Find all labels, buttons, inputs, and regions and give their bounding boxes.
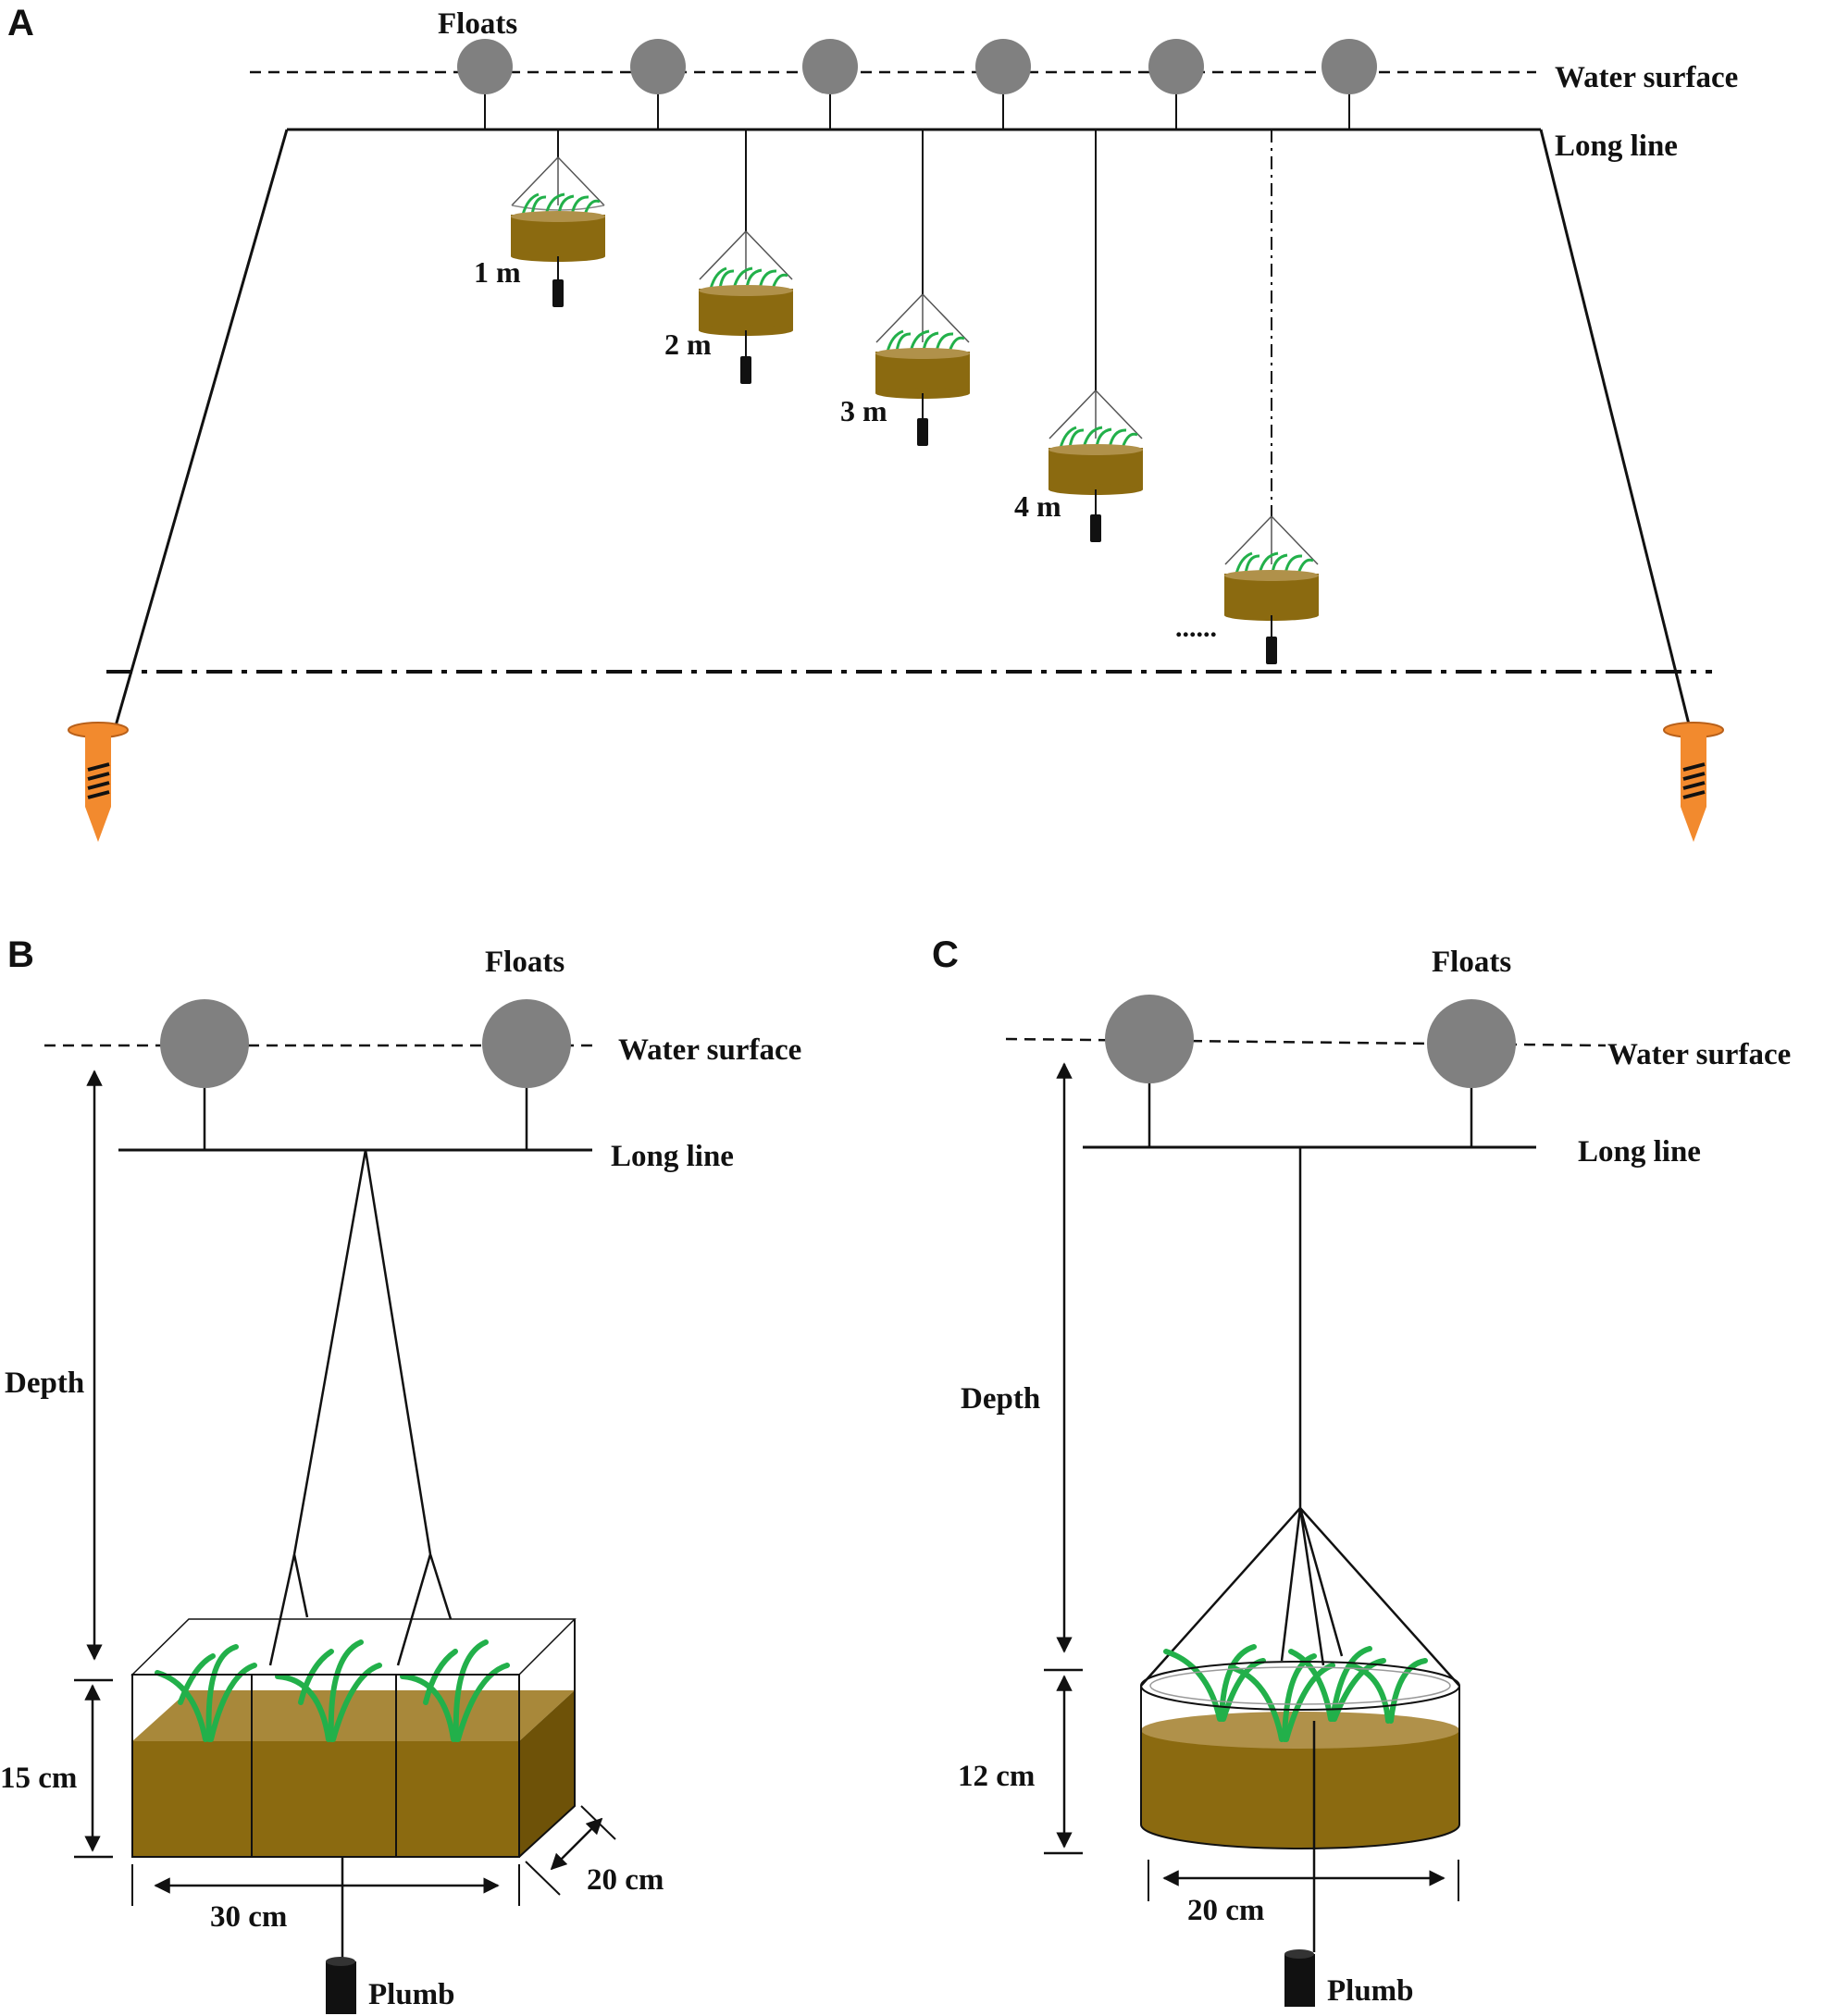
right-anchor-icon [1663, 722, 1724, 842]
panel-b-height-label: 15 cm [0, 1762, 77, 1795]
panel-b-depth-dim-arrow [550, 1817, 603, 1871]
panel-a-basket-3m [875, 130, 970, 446]
float [802, 39, 858, 130]
panel-c: C Floats Water surface Long line Depth 1… [932, 934, 1791, 2008]
panel-a-floats-label: Floats [438, 7, 517, 41]
panel-b-box-basket [130, 1149, 577, 1858]
panel-a-floats [457, 39, 1377, 130]
panel-c-seagrass [1163, 1644, 1428, 1742]
panel-b-depth-label: Depth [5, 1367, 84, 1400]
panel-c-height-label: 12 cm [958, 1760, 1035, 1793]
panel-a-depth-label-2: 2 m [664, 328, 712, 361]
panel-a-ellipsis: ...... [1175, 612, 1217, 643]
panel-b-seagrass [155, 1639, 510, 1742]
panel-c-letter: C [932, 934, 959, 975]
panel-b-long-line-label: Long line [611, 1140, 734, 1173]
panel-a-basket-1m [511, 130, 605, 307]
panel-a-left-anchor-line [111, 129, 289, 736]
panel-a-depth-label-1: 1 m [474, 255, 521, 289]
panel-c-long-line-label: Long line [1578, 1135, 1701, 1169]
left-anchor-icon [68, 722, 129, 842]
panel-c-depth-label: Depth [961, 1382, 1040, 1416]
panel-b-plumb-label: Plumb [368, 1978, 455, 2011]
panel-b-floats-label: Floats [485, 946, 565, 979]
float [457, 39, 513, 130]
panel-a-basket-2m [699, 130, 793, 384]
panel-a-depth-label-3: 3 m [840, 394, 887, 427]
panel-b-letter: B [7, 934, 34, 975]
float [630, 39, 686, 130]
panel-c-round-basket [1140, 1147, 1460, 1952]
panel-c-diameter-label: 20 cm [1187, 1894, 1264, 1927]
float [1427, 999, 1516, 1147]
float [1105, 995, 1194, 1147]
panel-b-plumb-icon [326, 1957, 356, 2014]
panel-c-plumb-label: Plumb [1327, 1974, 1414, 2008]
float [975, 39, 1031, 130]
panel-a-depth-label-4: 4 m [1014, 489, 1061, 523]
panel-a-basket-n [1224, 130, 1319, 664]
panel-a-long-line-label: Long line [1555, 130, 1678, 163]
panel-a-basket-4m [1048, 130, 1143, 542]
panel-c-water-surface-label: Water surface [1607, 1038, 1791, 1071]
panel-b-depth-dim-label: 20 cm [587, 1863, 664, 1897]
panel-c-floats-label: Floats [1432, 946, 1511, 979]
float [482, 999, 571, 1150]
panel-b-water-surface-label: Water surface [618, 1033, 801, 1067]
panel-c-plumb-icon [1284, 1949, 1315, 2007]
panel-a-letter: A [7, 3, 34, 43]
float [160, 999, 249, 1150]
panel-a-water-surface-label: Water surface [1555, 61, 1738, 94]
panel-a-right-anchor-line [1539, 129, 1694, 736]
float [1148, 39, 1204, 130]
panel-b: B Floats Water surface Long line Depth 1… [0, 934, 801, 2014]
panel-a: A Floats Water surface Long line [7, 3, 1738, 842]
panel-b-width-label: 30 cm [210, 1900, 287, 1934]
float [1321, 39, 1377, 130]
